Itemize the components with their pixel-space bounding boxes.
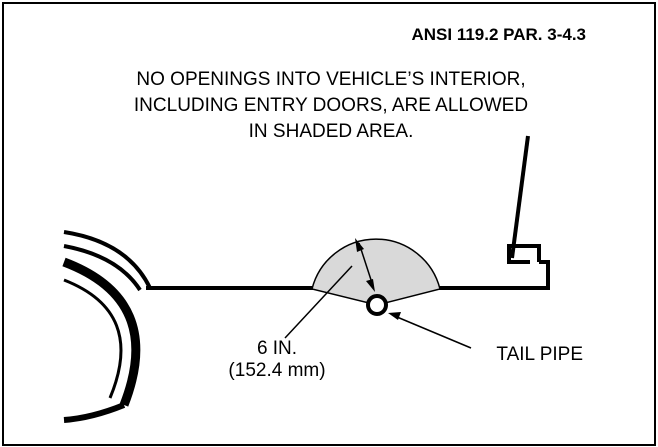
tail-pipe-label: TAIL PIPE	[496, 344, 583, 365]
dimension-inches-label: 6 IN.	[257, 338, 297, 359]
wheel-well	[62, 230, 152, 423]
tail-pipe-icon	[366, 294, 388, 316]
notice-line-3: IN SHADED AREA.	[249, 121, 414, 142]
dimension-leader-line	[284, 265, 353, 339]
notice-line-1: NO OPENINGS INTO VEHICLE’S INTERIOR,	[136, 69, 525, 90]
notice-line-2: INCLUDING ENTRY DOORS, ARE ALLOWED	[134, 95, 528, 116]
dimension-mm-label: (152.4 mm)	[228, 360, 325, 381]
shaded-clearance-area	[311, 238, 441, 306]
tail-pipe-leader	[388, 312, 472, 349]
reference-title: ANSI 119.2 PAR. 3-4.3	[412, 25, 587, 44]
rear-edge-line	[510, 135, 530, 259]
radius-dimension-arrow	[355, 238, 375, 292]
vehicle-body-outline	[146, 244, 550, 290]
